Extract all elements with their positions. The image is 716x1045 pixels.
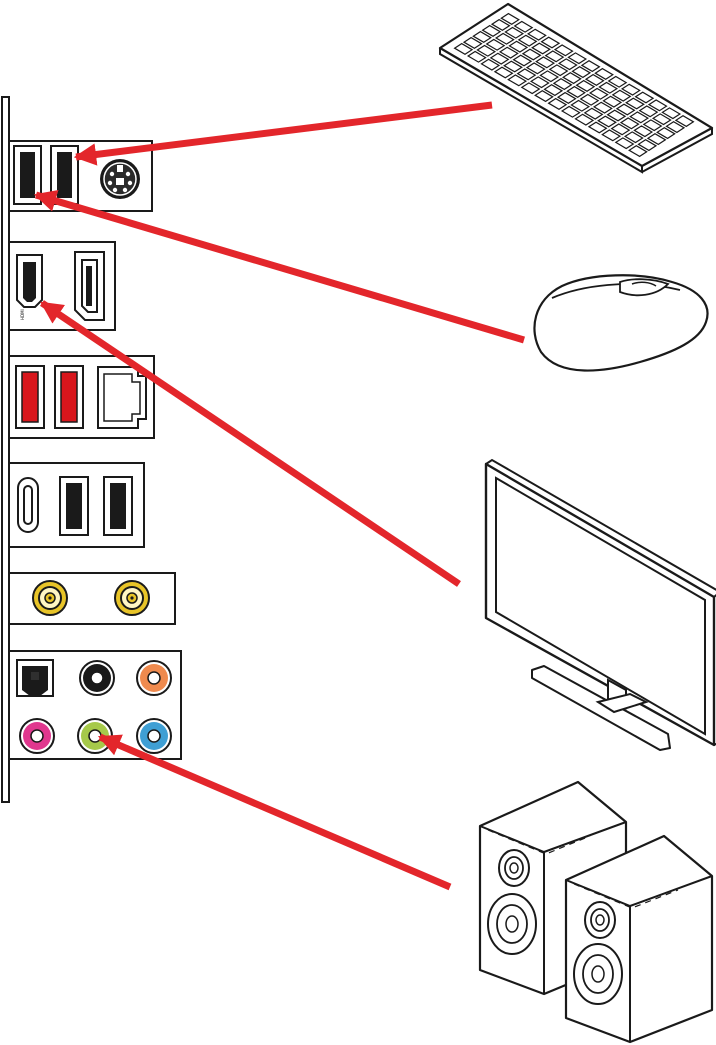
line-out-jack[interactable] (78, 719, 112, 753)
audio-jack-blue[interactable] (137, 719, 171, 753)
mouse-icon (534, 275, 707, 370)
audio-jack-orange[interactable] (137, 661, 171, 695)
io-shield-edge (2, 97, 9, 802)
usb-c-usb-block (9, 463, 144, 547)
optical-spdif-port[interactable] (17, 660, 53, 696)
antenna-block (9, 573, 175, 624)
rear-io-panel: HDMI (2, 97, 181, 802)
audio-jack-pink[interactable] (20, 719, 54, 753)
audio-jack-black[interactable] (80, 661, 114, 695)
audio-block (9, 651, 181, 759)
speakers-arrow (100, 737, 450, 887)
speakers-icon (480, 782, 712, 1042)
antenna-connector[interactable] (33, 581, 67, 615)
ps2-port[interactable] (100, 159, 140, 199)
displayport-port[interactable] (75, 252, 104, 320)
antenna-connector[interactable] (115, 581, 149, 615)
usb-lan-block (9, 356, 154, 438)
hdmi-label: HDMI (20, 309, 25, 320)
keyboard-arrow (76, 105, 492, 157)
keyboard-icon (440, 4, 712, 172)
monitor-icon (486, 460, 716, 750)
lan-port[interactable] (98, 367, 146, 428)
